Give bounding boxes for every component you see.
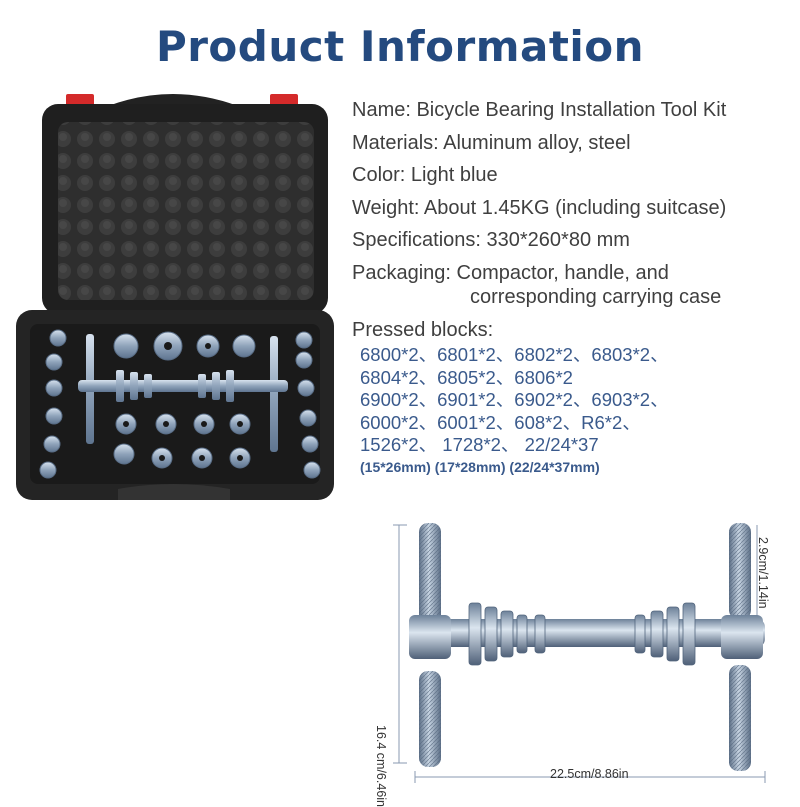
block-line: 6000*2、6001*2、608*2、R6*2、 [360,411,641,433]
tool-case-image [16,94,334,500]
page-title: Product Information [155,22,645,71]
block-line: 6800*2、6801*2、6802*2、6803*2、 [360,344,669,365]
diameter-dimension: 2.9cm/1.14in [756,537,770,609]
block-line: 1526*2、 1728*2、 22/24*37 [360,434,599,455]
spec-specifications: Specifications: 330*260*80 mm [352,229,630,251]
pressed-blocks-list: 6800*2、6801*2、6802*2、6803*2、 6804*2、6805… [360,344,790,475]
block-sizes: (15*26mm) (17*28mm) (22/24*37mm) [360,458,600,475]
spec-packaging: Packaging: Compactor, handle, and [352,261,669,284]
spec-packaging-cont: corresponding carrying case [470,286,722,308]
block-line: 6900*2、6901*2、6902*2、6903*2、 [360,389,669,410]
press-tool-image [393,523,766,783]
spec-materials: Materials: Aluminum alloy, steel [352,131,631,154]
height-dimension: 16.4 cm/6.46in [374,725,388,807]
spec-name: Name: Bicycle Bearing Installation Tool … [352,99,727,121]
spec-pressed-blocks: Pressed blocks: [352,318,494,341]
block-line: 6804*2、6805*2、6806*2 [360,366,573,388]
tool-dimension-diagram: 22.5cm/8.86in 16.4 cm/6.46in 2.9cm/1.14i… [374,515,795,807]
length-dimension: 22.5cm/8.86in [550,767,629,781]
spec-weight: Weight: About 1.45KG (including suitcase… [352,196,727,219]
spec-list: Name: Bicycle Bearing Installation Tool … [352,96,792,348]
spec-color: Color: Light blue [352,164,498,186]
